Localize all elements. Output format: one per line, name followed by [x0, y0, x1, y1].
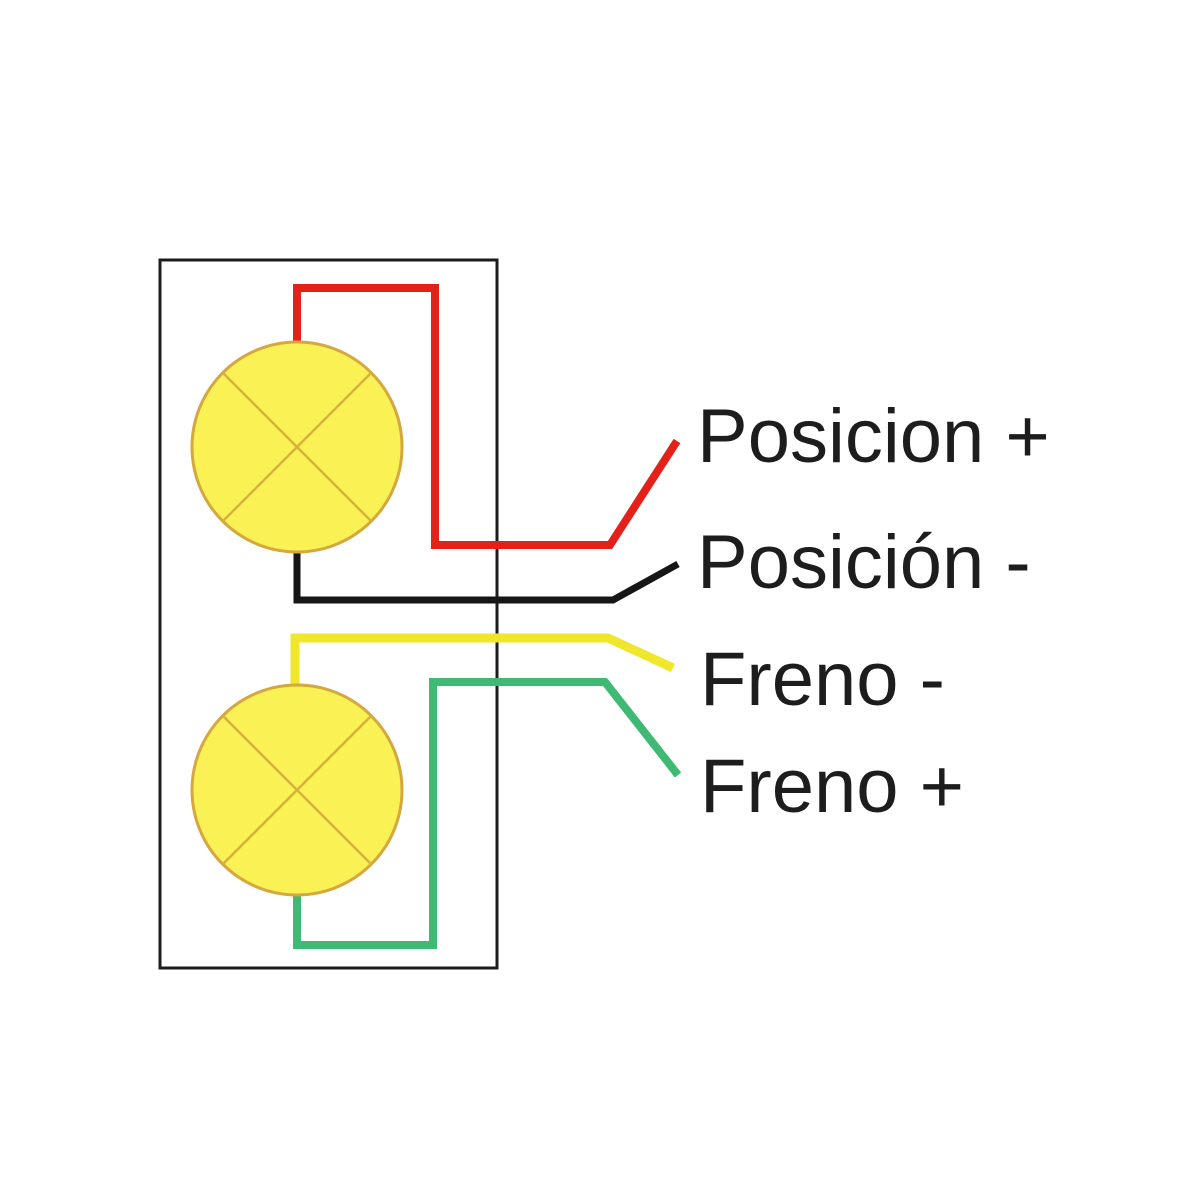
wire-freno-minus [290, 633, 675, 686]
lamp-symbol-top [190, 340, 404, 554]
lamp-cross-icon [222, 715, 372, 865]
label-freno-minus: Freno - [700, 637, 945, 722]
lamp-cross-icon [222, 372, 372, 522]
lamp-enclosure-outline [158, 258, 499, 970]
label-freno-plus: Freno + [700, 744, 964, 829]
wire-posicion-plus [293, 284, 681, 549]
wire-freno-plus [293, 678, 682, 949]
label-posicion-minus: Posición - [697, 520, 1031, 605]
wire-posicion-minus [293, 548, 680, 604]
lamp-symbol-bottom [190, 683, 404, 897]
label-posicion-plus: Posicion + [697, 394, 1050, 479]
